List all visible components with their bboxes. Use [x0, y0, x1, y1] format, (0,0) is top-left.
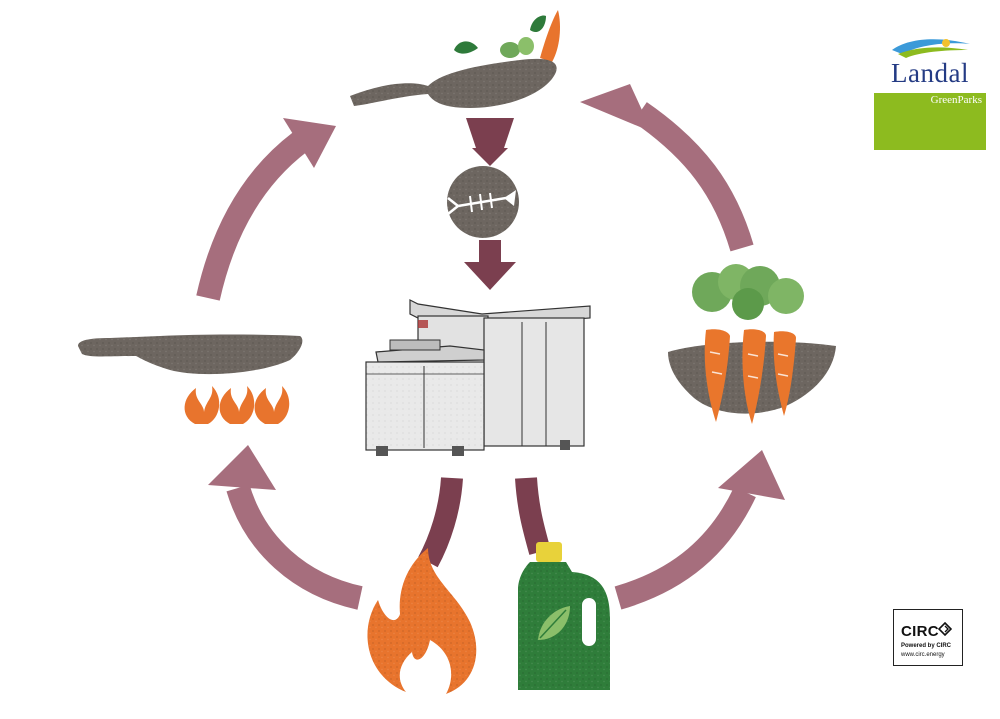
- cycle-arrow-left-down: [208, 445, 363, 610]
- circ-loop-icon: [938, 622, 952, 636]
- flow-arrow-pan-to-waste: [466, 118, 514, 166]
- fish-bone-waste-icon: [447, 166, 519, 238]
- logo-landscape-icon: [892, 39, 970, 58]
- logo-subtitle: GreenParks: [930, 94, 982, 106]
- circ-url-text: www.circ.energy: [901, 652, 945, 658]
- flow-arrow-machine-to-bottle: [515, 477, 551, 555]
- circ-powered-text: Powered by CIRC: [901, 643, 952, 649]
- flow-arrow-machine-to-flame: [418, 477, 463, 568]
- cycle-arrow-right-up: [580, 84, 754, 252]
- pan-with-vegetables-icon: [350, 10, 560, 108]
- flow-arrow-waste-to-machine: [464, 240, 516, 290]
- logo-green-box: GreenParks: [874, 93, 986, 150]
- biogas-flame-icon: [367, 548, 477, 694]
- digester-machine-icon: [365, 299, 591, 456]
- stove-flames-icon: [184, 386, 290, 424]
- circ-badge: CIRC Powered by CIRC www.circ.energy: [893, 609, 963, 666]
- circ-name: CIRC: [901, 623, 939, 640]
- cycle-arrow-left-up: [196, 118, 336, 301]
- landal-greenparks-logo: Landal GreenParks: [874, 36, 986, 150]
- logo-brand-name: Landal: [891, 58, 969, 88]
- pan-on-stove-icon: [78, 334, 303, 375]
- cycle-arrow-right-down: [614, 450, 785, 610]
- carrots-in-soil-icon: [668, 264, 836, 424]
- fertilizer-bottle-icon: [518, 542, 610, 690]
